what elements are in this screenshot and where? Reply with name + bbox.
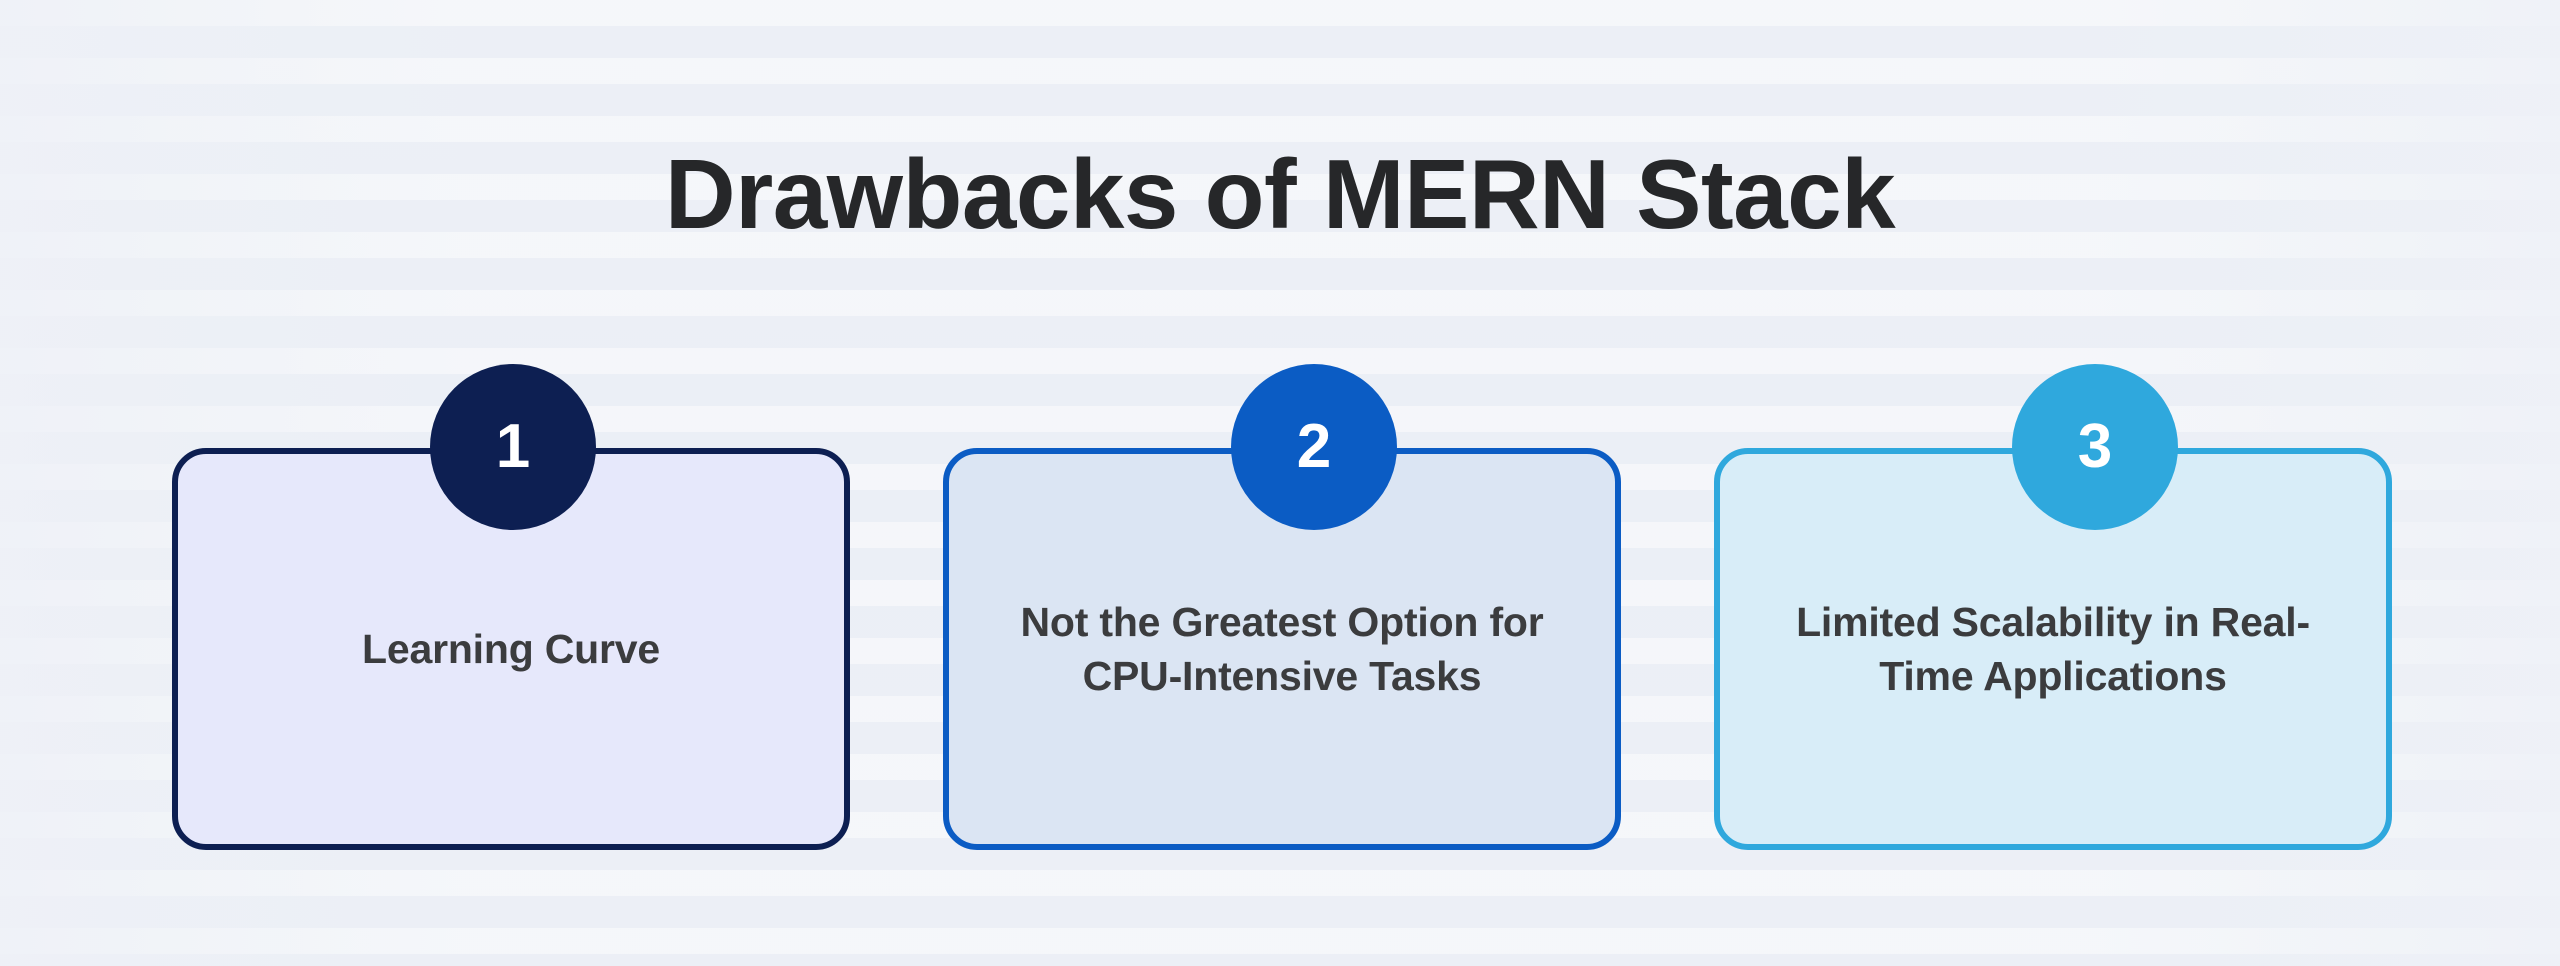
drawback-card-2[interactable]: Not the Greatest Option for CPU-Intensiv… [943, 364, 1621, 850]
drawback-card-1[interactable]: Learning Curve 1 [172, 364, 850, 850]
card-2-label: Not the Greatest Option for CPU-Intensiv… [1020, 598, 1544, 699]
card-1-label: Learning Curve [362, 625, 660, 672]
card-3-number-badge: 3 [2012, 364, 2178, 530]
page-title: Drawbacks of MERN Stack [664, 138, 1896, 249]
card-2-number-badge: 2 [1231, 364, 1397, 530]
card-2-number: 2 [1296, 412, 1332, 481]
card-1-number-badge: 1 [430, 364, 596, 530]
drawback-card-3[interactable]: Limited Scalability in Real-Time Applica… [1714, 364, 2392, 850]
card-3-number: 3 [2077, 412, 2113, 481]
card-3-label: Limited Scalability in Real-Time Applica… [1796, 598, 2310, 699]
drawback-card-row: Learning Curve 1 Not the Greatest Option… [172, 364, 2392, 850]
card-1-number: 1 [495, 412, 531, 481]
